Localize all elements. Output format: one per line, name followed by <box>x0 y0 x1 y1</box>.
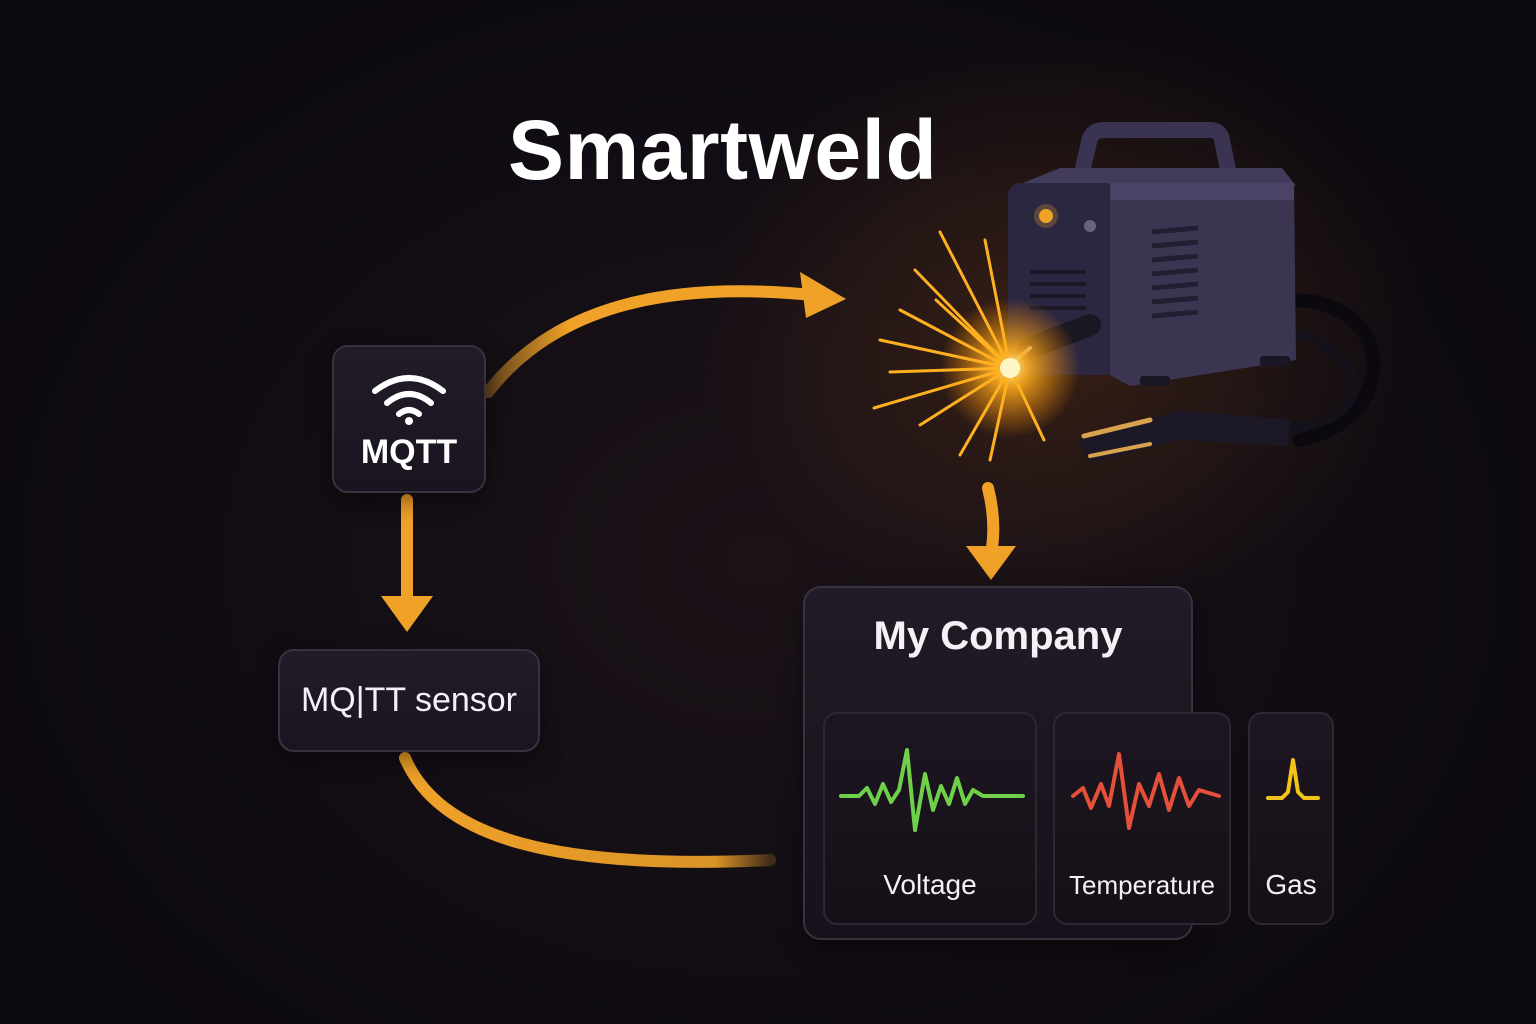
mqtt-broker-label: MQTT <box>360 432 458 471</box>
gas-label: Gas <box>1265 869 1317 900</box>
voltage-label: Voltage <box>883 869 977 900</box>
arrow-mqtt-to-welder <box>482 285 818 398</box>
dashboard-title-bar: My Company <box>805 588 1191 684</box>
gas-peak-icon <box>1266 758 1320 800</box>
mqtt-sensor-label: MQ|TT sensor <box>300 681 518 719</box>
temperature-waveform-icon <box>1071 752 1221 830</box>
mqtt-broker-node[interactable]: MQTT <box>332 345 486 493</box>
voltage-tile[interactable]: Voltage <box>823 712 1037 925</box>
gas-tile[interactable]: Gas <box>1248 712 1334 925</box>
wifi-icon <box>372 374 446 425</box>
arrow-head-dashboard <box>966 546 1016 580</box>
arrow-sensor-to-dashboard <box>399 752 776 868</box>
arrow-welder-to-dashboard <box>982 482 1000 554</box>
dashboard-title: My Company <box>873 613 1123 658</box>
voltage-waveform-icon <box>839 748 1025 832</box>
spark-icon <box>872 230 1080 462</box>
page-title: Smartweld <box>508 103 938 197</box>
arrow-head-sensor <box>381 596 433 632</box>
temperature-tile[interactable]: Temperature <box>1053 712 1231 925</box>
temperature-label: Temperature <box>1069 870 1215 900</box>
mqtt-sensor-node[interactable]: MQ|TT sensor <box>278 649 540 752</box>
arrow-head-welder <box>800 272 846 318</box>
